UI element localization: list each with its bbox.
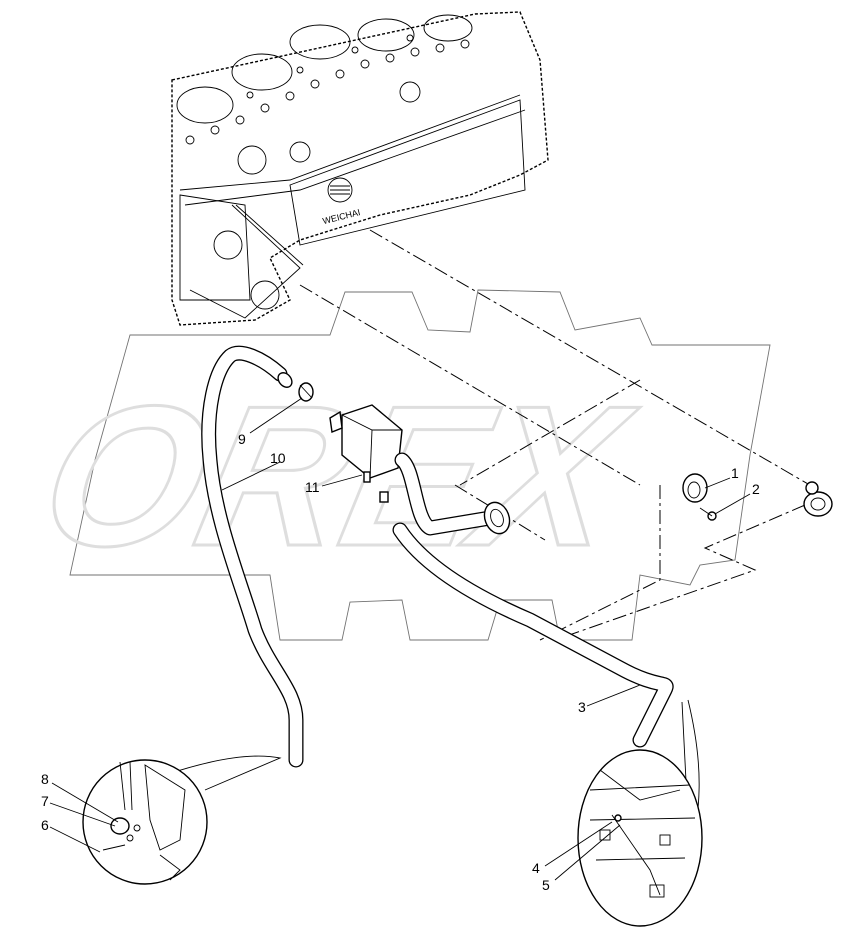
detail-view-left [82, 755, 282, 885]
orex-watermark: OREX [24, 289, 771, 641]
callout-labels: 1 2 3 4 5 6 7 8 9 10 11 [41, 431, 760, 893]
part-1-clip [682, 473, 708, 503]
callout-1: 1 [731, 465, 739, 481]
callout-9: 9 [238, 431, 246, 447]
connector-fitting [803, 481, 833, 517]
part-2-bolt [699, 507, 717, 521]
part-11-breather [329, 404, 403, 503]
detail-view-right [577, 699, 703, 927]
callout-10: 10 [270, 450, 286, 466]
callout-8: 8 [41, 771, 49, 787]
part-9-clamp [298, 382, 314, 402]
watermark-text: OREX [25, 364, 649, 587]
callout-5: 5 [542, 877, 550, 893]
part-3-pipe [392, 452, 674, 748]
callout-4: 4 [532, 860, 540, 876]
part-10-hose [201, 345, 304, 768]
assembly-lines [299, 229, 816, 641]
callout-7: 7 [41, 793, 49, 809]
leader-lines [49, 397, 751, 881]
engine-block: WEICHAI [171, 11, 549, 326]
callout-2: 2 [752, 481, 760, 497]
callout-3: 3 [578, 699, 586, 715]
callout-11: 11 [305, 479, 320, 495]
callout-6: 6 [41, 817, 49, 833]
